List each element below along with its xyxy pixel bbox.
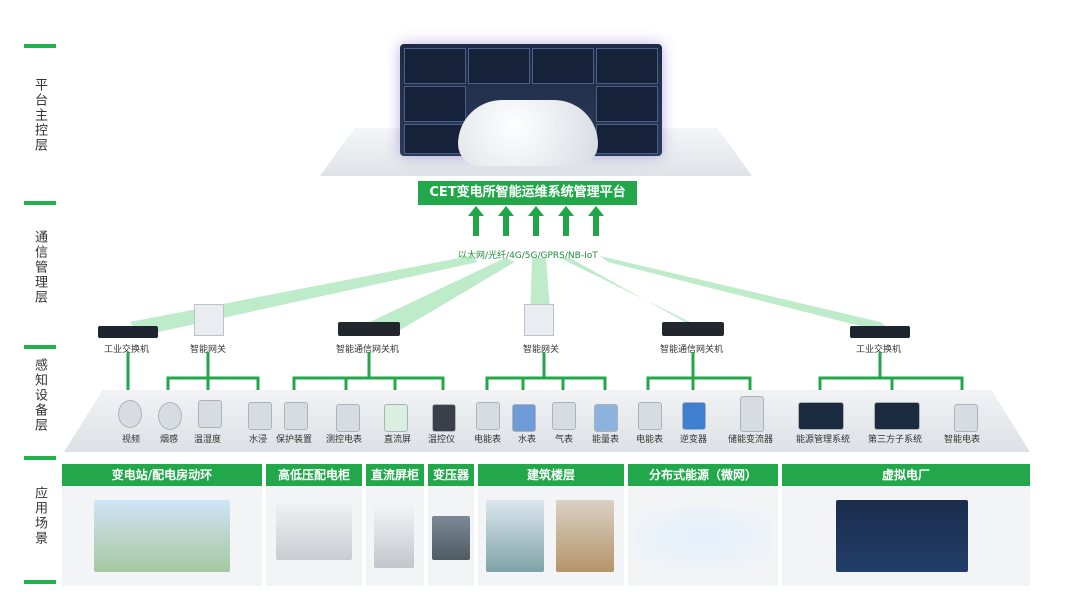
humidity-sensor-icon <box>198 400 222 428</box>
scenario-header: 高低压配电柜 <box>266 464 362 486</box>
camera-icon <box>118 400 142 428</box>
factory-floor-image <box>486 500 544 572</box>
comm-gateway-icon <box>662 322 724 336</box>
sensor-label: 直流屏 <box>384 435 412 445</box>
sensor-label: 电能表 <box>636 435 664 445</box>
layer-divider <box>24 580 56 584</box>
scenario-panel <box>782 486 1030 586</box>
scenario-header: 变电站/配电房动环 <box>62 464 262 486</box>
gateway-label: 工业交换机 <box>856 345 902 355</box>
layer-divider <box>24 345 56 349</box>
scenario-header: 变压器 <box>428 464 474 486</box>
layer-divider <box>24 44 56 48</box>
gateway-label: 智能网关 <box>523 345 560 355</box>
uplink-arrow-icon <box>468 206 484 236</box>
sensor-label: 逆变器 <box>680 435 708 445</box>
platform-title: CET变电所智能运维系统管理平台 <box>418 181 637 205</box>
scenario-header: 直流屏柜 <box>366 464 424 486</box>
layer-label-scenario: 应用场景 <box>32 486 47 546</box>
uplink-arrow-icon <box>498 206 514 236</box>
storage-converter-icon <box>740 396 764 432</box>
layer-label-platform: 平台主控层 <box>32 78 47 153</box>
layer-label-comm: 通信管理层 <box>32 230 47 305</box>
energy-meter-icon <box>638 402 662 430</box>
scenario-panel <box>366 486 424 586</box>
gateway-label: 智能通信网关机 <box>336 345 400 355</box>
sensor-label: 烟感 <box>160 435 179 445</box>
protection-relay-icon <box>284 402 308 430</box>
comm-gateway-icon <box>338 322 400 336</box>
smart-gateway-icon <box>194 304 224 336</box>
smart-gateway-icon <box>524 304 554 336</box>
scenario-header: 虚拟电厂 <box>782 464 1030 486</box>
meter-icon <box>336 404 360 432</box>
sensor-label: 温湿度 <box>194 435 222 445</box>
scenario-panel <box>266 486 362 586</box>
sensor-label: 水表 <box>518 435 537 445</box>
dc-cabinet-image <box>374 506 414 568</box>
uplink-arrow-icon <box>528 206 544 236</box>
industrial-switch-icon <box>850 326 910 338</box>
energy-meter-icon <box>476 402 500 430</box>
sensor-label: 温控仪 <box>428 435 456 445</box>
sensor-label: 能源管理系统 <box>796 435 851 445</box>
microgrid-image <box>634 506 772 570</box>
dc-panel-icon <box>384 404 408 432</box>
industrial-switch-icon <box>98 326 158 338</box>
sensor-platform <box>64 390 1030 452</box>
monitor-icon <box>798 402 844 430</box>
switchgear-image <box>276 504 352 560</box>
scenario-panel <box>628 486 778 586</box>
uplink-arrow-icon <box>558 206 574 236</box>
sensor-label: 电能表 <box>474 435 502 445</box>
scenario-header: 分布式能源（微网） <box>628 464 778 486</box>
sensor-label: 水浸 <box>249 435 268 445</box>
sensor-label: 智能电表 <box>944 435 981 445</box>
sensor-label: 视频 <box>122 435 141 445</box>
sensor-label: 储能变流器 <box>728 435 774 445</box>
sensor-label: 第三方子系统 <box>868 435 923 445</box>
scenario-panel <box>62 486 262 586</box>
water-leak-sensor-icon <box>248 402 272 430</box>
virtual-plant-dashboard-image <box>836 500 968 572</box>
sensor-label: 测控电表 <box>326 435 363 445</box>
layer-divider <box>24 456 56 460</box>
smart-meter-icon <box>954 404 978 432</box>
uplink-arrow-icon <box>588 206 604 236</box>
comm-protocols: 以太网/光纤/4G/5G/GPRS/NB-IoT <box>458 251 598 261</box>
sensor-label: 气表 <box>555 435 574 445</box>
cloud-server-icon <box>458 100 598 166</box>
layer-label-sensing: 感知设备层 <box>32 358 47 433</box>
substation-image <box>94 500 230 572</box>
water-meter-icon <box>512 404 536 432</box>
monitor-icon <box>874 402 920 430</box>
gateway-label: 智能网关 <box>190 345 227 355</box>
heat-meter-icon <box>594 404 618 432</box>
temp-controller-icon <box>432 404 456 432</box>
sensor-label: 能量表 <box>592 435 620 445</box>
gas-meter-icon <box>552 402 576 430</box>
scenario-panel <box>478 486 624 586</box>
sensor-label: 保护装置 <box>276 435 313 445</box>
scenario-panel <box>428 486 474 586</box>
gateway-label: 智能通信网关机 <box>660 345 724 355</box>
inverter-icon <box>682 402 706 430</box>
building-image <box>556 500 614 572</box>
smoke-detector-icon <box>158 402 182 430</box>
scenario-header: 建筑楼层 <box>478 464 624 486</box>
gateway-label: 工业交换机 <box>104 345 150 355</box>
layer-divider <box>24 201 56 205</box>
transformer-image <box>432 516 470 560</box>
